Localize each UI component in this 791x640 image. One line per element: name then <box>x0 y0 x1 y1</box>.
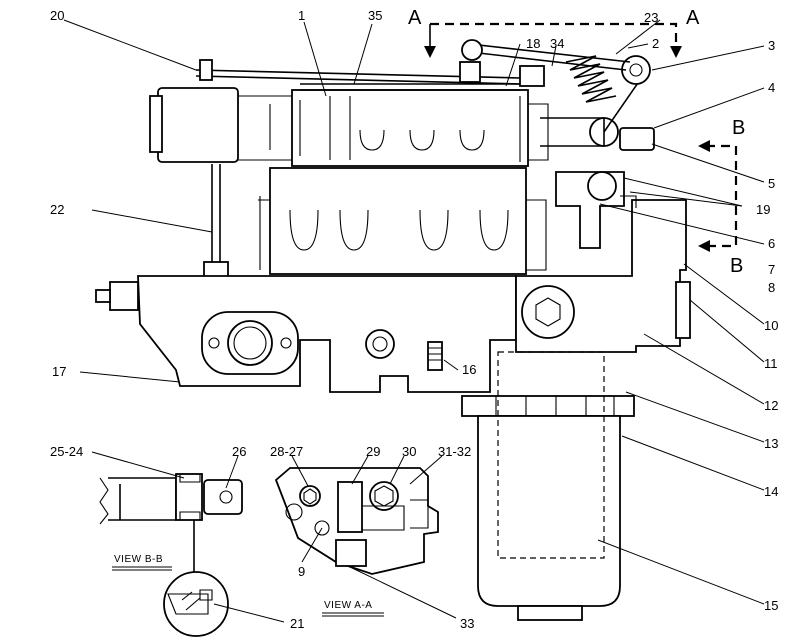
filter-drain <box>517 605 583 621</box>
callout-21: 21 <box>290 616 304 631</box>
callout-28-27: 28-27 <box>270 444 303 459</box>
callout-20: 20 <box>50 8 64 23</box>
drain-plug <box>365 329 395 359</box>
pump-assembly <box>95 39 691 393</box>
section-a-indicator <box>424 22 682 58</box>
section-b-top-label: B <box>732 117 745 139</box>
filter-canister <box>477 415 621 607</box>
section-b-bottom-label: B <box>730 255 743 277</box>
view-a-a-detail <box>274 467 439 575</box>
view-a-valve-cap <box>335 539 367 567</box>
adjust-screw <box>619 127 655 151</box>
callout-23: 23 <box>644 10 658 25</box>
callout-3: 3 <box>768 38 775 53</box>
leader-lines <box>63 19 765 623</box>
callout-18: 18 <box>526 36 540 51</box>
callout-17: 17 <box>52 364 66 379</box>
callout-31-32: 31-32 <box>438 444 471 459</box>
callout-19: 19 <box>756 202 770 217</box>
bleed-screw <box>427 341 443 371</box>
pump-lower-barrel <box>269 167 527 275</box>
detail-magnifier <box>163 571 229 637</box>
view-b-b-detail <box>99 473 243 637</box>
callout-25-24: 25-24 <box>50 444 83 459</box>
callout-8: 8 <box>768 280 775 295</box>
callout-7: 7 <box>768 262 775 277</box>
fuel-filter <box>461 351 635 621</box>
callout-35: 35 <box>368 8 382 23</box>
callout-9: 9 <box>298 564 305 579</box>
callout-30: 30 <box>402 444 416 459</box>
inlet-fitting <box>109 281 139 311</box>
callout-16: 16 <box>462 362 476 377</box>
callout-4: 4 <box>768 80 775 95</box>
callout-14: 14 <box>764 484 778 499</box>
solenoid-cap <box>149 95 163 153</box>
callout-34: 34 <box>550 36 564 51</box>
callout-22: 22 <box>50 202 64 217</box>
callout-10: 10 <box>764 318 778 333</box>
rod-end-clevis <box>199 59 213 81</box>
callout-13: 13 <box>764 436 778 451</box>
callout-1: 1 <box>298 8 305 23</box>
view-b-b-label: VIEW B-B <box>114 554 163 565</box>
callout-12: 12 <box>764 398 778 413</box>
callout-26: 26 <box>232 444 246 459</box>
callout-15: 15 <box>764 598 778 613</box>
throttle-lever-pivot <box>621 55 651 85</box>
solenoid-housing <box>157 87 239 163</box>
view-b-screw <box>203 479 243 515</box>
side-fitting <box>675 281 691 339</box>
section-a-left-label: A <box>408 7 422 29</box>
filter-element-hidden <box>497 351 605 559</box>
view-a-a-label: VIEW A-A <box>324 600 372 611</box>
governor-spring <box>565 55 617 103</box>
section-b-indicator <box>698 140 738 252</box>
view-a-valve-body <box>337 481 363 533</box>
pump-upper-barrel <box>291 89 529 167</box>
filter-collar <box>461 395 635 417</box>
section-a-right-label: A <box>686 7 700 29</box>
callout-33: 33 <box>460 616 474 631</box>
callout-29: 29 <box>366 444 380 459</box>
callout-6: 6 <box>768 236 775 251</box>
callout-2: 2 <box>652 36 659 51</box>
callout-5: 5 <box>768 176 775 191</box>
callout-11: 11 <box>764 356 778 371</box>
base-manifold <box>137 275 517 393</box>
